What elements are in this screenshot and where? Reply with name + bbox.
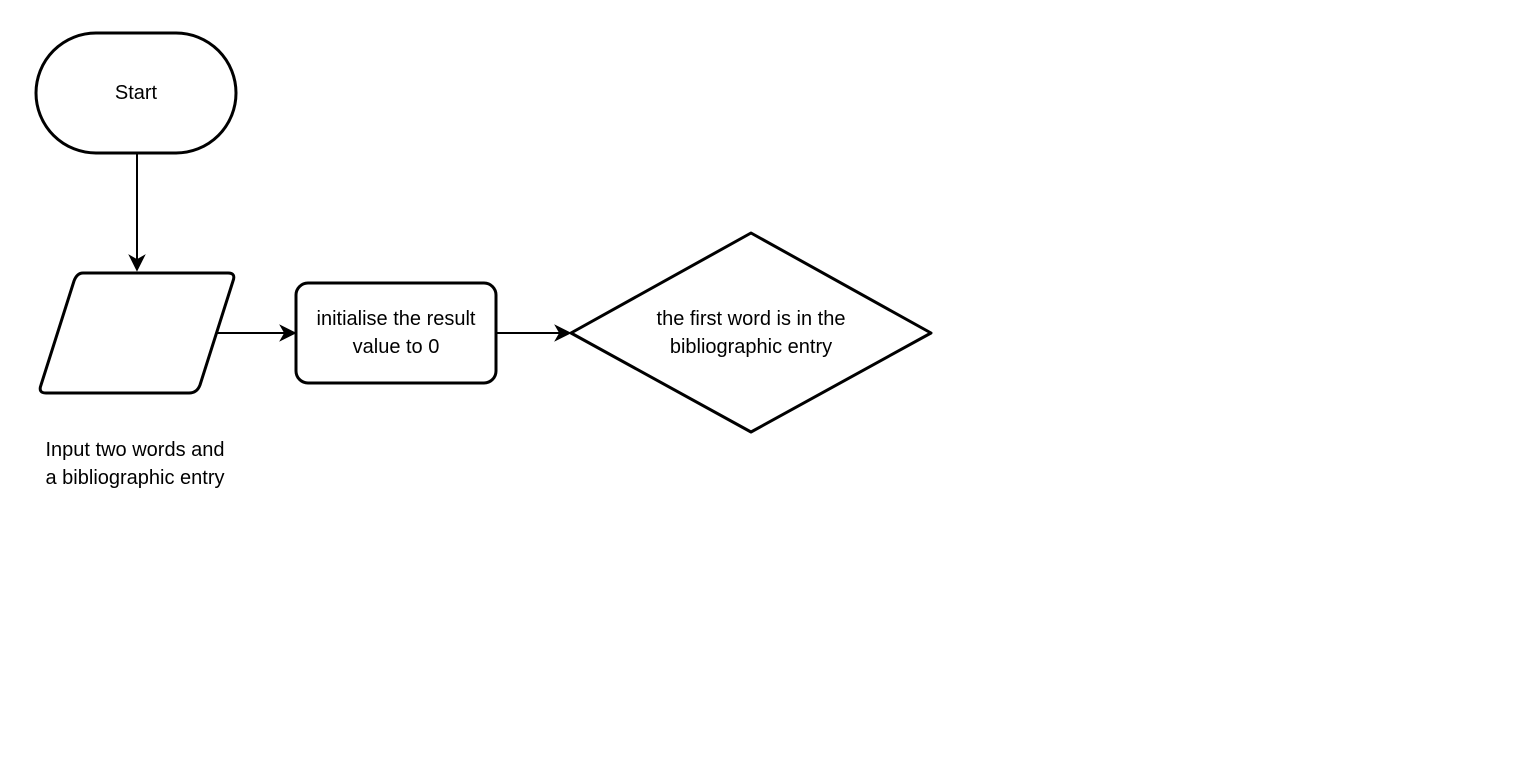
edge-init-to-decision [496,324,572,342]
decision-diamond[interactable] [569,231,933,434]
initialise-process-box[interactable] [294,281,498,385]
input-parallelogram[interactable] [38,271,236,395]
start-terminator[interactable] [34,31,238,155]
edge-input-to-init [214,324,297,342]
edge-start-to-input [128,153,146,272]
input-label: Input two words and a bibliographic entr… [45,439,225,489]
initialise-label: initialise the result value to 0 [316,308,476,358]
start-label: Start [114,82,158,104]
decision-label: the first word is in the bibliographic e… [656,308,846,358]
